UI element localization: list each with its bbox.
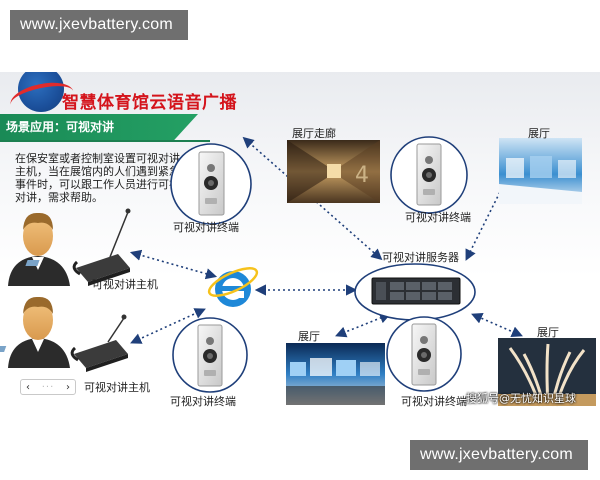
- label-terminal-bottom-right: 可视对讲终端: [401, 395, 467, 408]
- host-bottom-device: [0, 314, 128, 372]
- terminal-top-left: [170, 143, 252, 225]
- label-hall-bottom-mid: 展厅: [298, 330, 320, 343]
- host-top-device: [25, 208, 131, 286]
- watermark-bottom: www.jxevbattery.com: [410, 440, 588, 470]
- internet-explorer-icon: [207, 267, 259, 307]
- pager-prev-button[interactable]: ‹: [26, 381, 30, 393]
- arrow-hall-bottom-right-server: [471, 313, 523, 337]
- arrow-hall-bottom-mid-server: [335, 312, 391, 338]
- arrow-host-top-internet: [129, 249, 218, 280]
- label-terminal-top-left: 可视对讲终端: [173, 221, 239, 234]
- connection-arrows: [129, 136, 523, 344]
- label-host-top: 可视对讲主机: [92, 278, 158, 291]
- svg-text:4: 4: [355, 163, 369, 188]
- slide-pager: ‹ ··· ›: [20, 379, 76, 395]
- label-hall-corridor: 展厅走廊: [292, 127, 336, 140]
- hall-bottom-right-image: [498, 338, 596, 407]
- label-hall-bottom-right: 展厅: [537, 326, 559, 339]
- label-server: 可视对讲服务器: [382, 251, 459, 264]
- source-credit: 搜狐号@无忧知识星球: [466, 392, 576, 405]
- logo-circle-icon: [18, 72, 64, 112]
- terminal-top-right: [390, 136, 468, 214]
- slide-title: 智慧体育馆云语音广播: [62, 93, 237, 113]
- pager-dots: ···: [41, 381, 55, 393]
- description-text: 在保安室或者控制室设置可视对讲主机，当在展馆内的人们遇到紧急事件时，可以跟工作人…: [15, 152, 180, 204]
- label-hall-top-right: 展厅: [528, 127, 550, 140]
- diagram-canvas: 4: [0, 136, 596, 407]
- label-terminal-bottom-left: 可视对讲终端: [170, 395, 236, 408]
- scene-underline: [0, 140, 210, 142]
- pager-next-button[interactable]: ›: [65, 381, 70, 393]
- terminal-bottom-left: [172, 317, 248, 393]
- scene-label: 场景应用：可视对讲: [0, 114, 198, 140]
- label-terminal-top-right: 可视对讲终端: [405, 211, 471, 224]
- person-bottom-icon: [8, 296, 70, 368]
- slide: 智慧体育馆云语音广播 场景应用：可视对讲 在保安室或者控制室设置可视对讲主机，当…: [0, 72, 600, 414]
- hall-top-right-image: [499, 138, 582, 204]
- label-host-bottom: 可视对讲主机: [84, 381, 150, 394]
- terminal-bottom-right: [386, 316, 462, 392]
- hall-bottom-mid-image: [286, 343, 385, 405]
- server-device: [354, 263, 476, 321]
- hall-corridor-image: 4: [287, 140, 380, 203]
- person-top-icon: [8, 212, 70, 286]
- watermark-top: www.jxevbattery.com: [10, 10, 188, 40]
